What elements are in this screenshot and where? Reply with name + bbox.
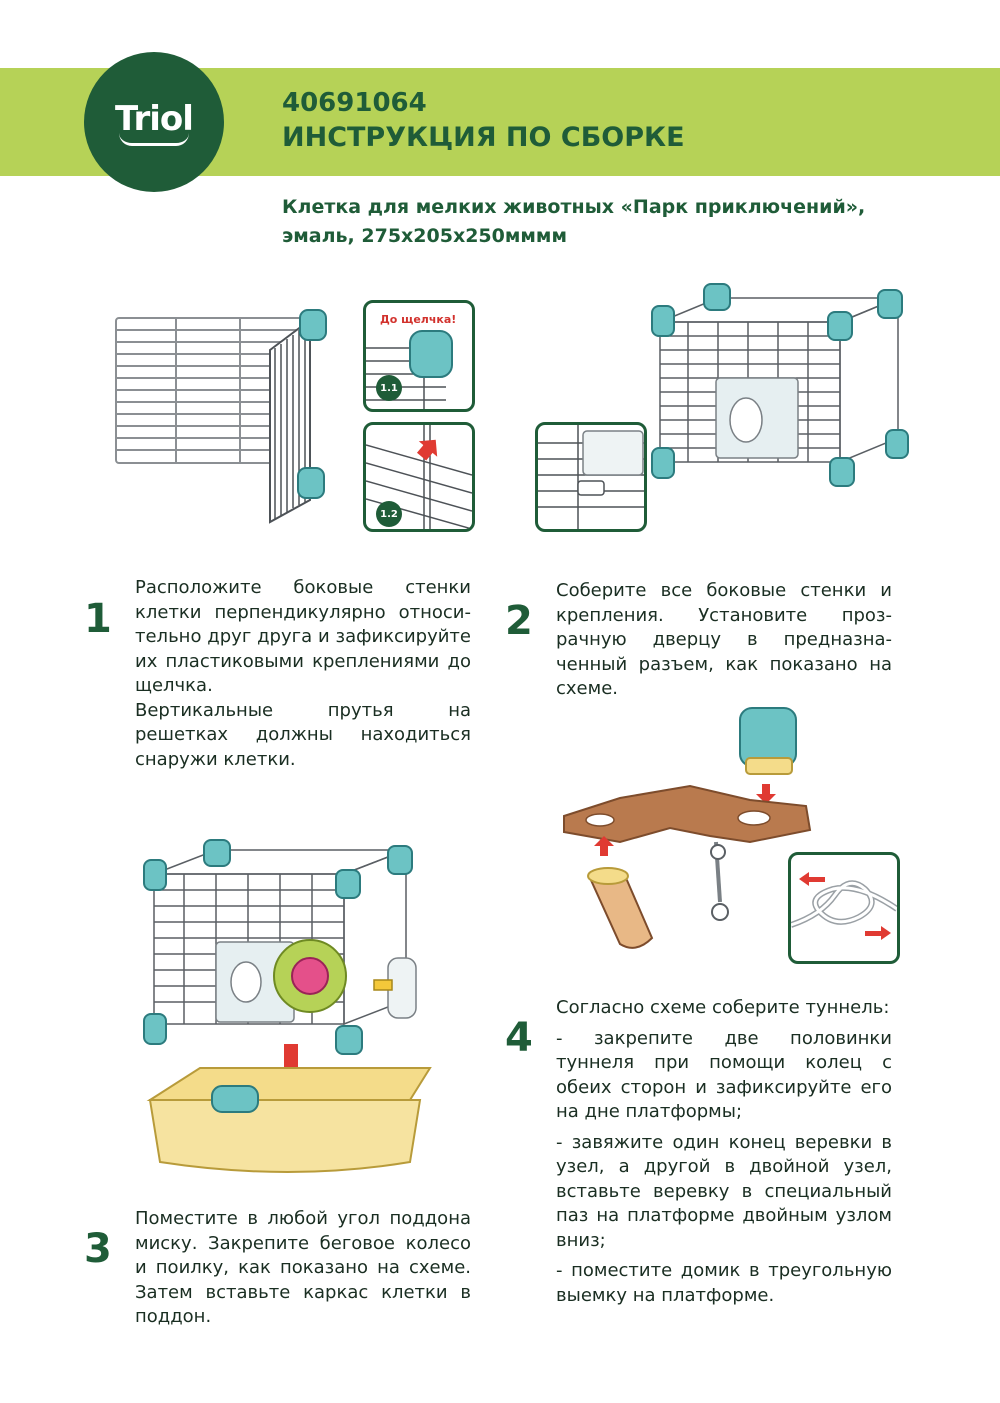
step-4-paragraph-1: Согласно схеме соберите туннель: <box>556 997 890 1018</box>
step-2-text: Соберите все боковые стенки и крепления.… <box>556 579 892 702</box>
knot-detail-illustration <box>791 872 897 940</box>
document-title: ИНСТРУКЦИЯ ПО СБОРКЕ <box>282 122 685 153</box>
product-code: 40691064 <box>282 88 427 118</box>
step4-illustration <box>563 707 812 949</box>
badge-1-1: 1.1 <box>376 375 402 401</box>
click-label: До щелчка! <box>380 313 457 326</box>
brand-logo: Triol <box>84 52 224 192</box>
step-1-paragraph-1: Расположите боковые стенки клетки перпен… <box>135 577 471 696</box>
step-3-text: Поместите в любой угол поддона миску. За… <box>135 1207 471 1330</box>
product-subtitle: Клетка для мелких животных «Парк приключ… <box>282 193 962 251</box>
inset-1-2: 1.2 <box>363 422 475 532</box>
step-1-paragraph-2: Вертикальные прутья на решетках должны н… <box>135 699 471 770</box>
step-3-paragraph-1: Поместите в любой угол поддона миску. За… <box>135 1208 471 1327</box>
inset-knot-detail <box>788 852 900 964</box>
inset-door-detail <box>535 422 647 532</box>
step-1-text: Расположите боковые стенки клетки перпен… <box>135 576 471 772</box>
logo-arc <box>119 133 189 146</box>
subtitle-line-2: эмаль, 275x205x250мммм <box>282 225 567 247</box>
step-4-paragraph-4: - поместите домик в треугольную выемку н… <box>556 1260 892 1306</box>
step1-illustration <box>115 309 327 524</box>
logo-text: Triol <box>115 98 194 139</box>
inset-1-1: До щелчка! 1.1 <box>363 300 475 412</box>
step-number-2: 2 <box>505 598 533 644</box>
subtitle-line-1: Клетка для мелких животных «Парк приключ… <box>282 196 866 218</box>
step-number-3: 3 <box>84 1226 112 1272</box>
step-2-paragraph-1: Соберите все боковые стенки и крепления.… <box>556 580 892 699</box>
step3-illustration <box>143 839 432 1173</box>
door-detail-illustration <box>538 425 644 529</box>
step-number-4: 4 <box>505 1015 533 1061</box>
bar-detail-illustration <box>366 425 472 529</box>
clip-detail-illustration <box>366 330 453 409</box>
badge-1-2: 1.2 <box>376 501 402 527</box>
step-4-text: Согласно схеме соберите туннель: - закре… <box>556 996 892 1308</box>
step2-illustration <box>651 283 909 487</box>
step-4-paragraph-3: - завяжите один конец веревки в узел, а … <box>556 1131 892 1251</box>
step-4-paragraph-2: - закрепите две половинки туннеля при по… <box>556 1027 892 1123</box>
step-number-1: 1 <box>84 596 112 642</box>
